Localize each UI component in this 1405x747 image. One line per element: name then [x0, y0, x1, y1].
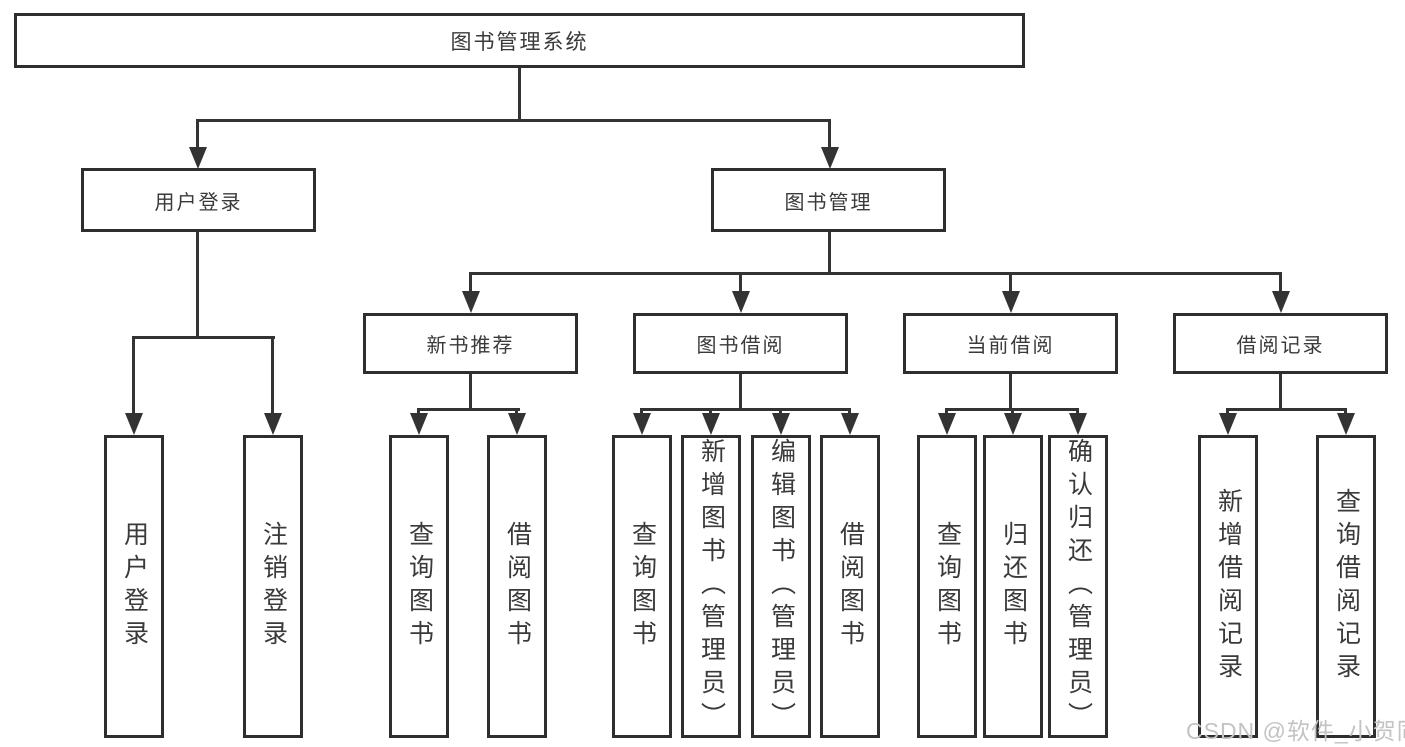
node-new-book-recommend-label: 新书推荐	[426, 335, 515, 357]
node-root-label: 图书管理系统	[450, 30, 589, 54]
connector-vline	[518, 67, 521, 119]
connector-vline	[1279, 373, 1282, 408]
connector-hline	[640, 408, 851, 411]
node-current-borrowing-label: 当前借阅	[966, 335, 1055, 357]
arrowhead	[1337, 413, 1355, 435]
connector-vline	[739, 373, 742, 408]
arrowhead	[820, 147, 839, 169]
arrowhead	[1004, 413, 1022, 435]
connector-vline	[828, 232, 831, 272]
arrowhead	[264, 413, 282, 435]
arrowhead	[633, 413, 651, 435]
leaf-borrowing-edit-books-admin: 编辑图书（管理员）	[751, 435, 811, 738]
connector-vline	[196, 232, 199, 336]
connector-vline	[469, 272, 472, 297]
arrowhead	[188, 147, 207, 169]
connector-hline	[196, 119, 831, 122]
leaf-records-query-record: 查询借阅记录	[1316, 435, 1376, 738]
node-borrow-records-label: 借阅记录	[1236, 335, 1325, 357]
leaf-current-confirm-return-admin: 确认归还（管理员）	[1048, 435, 1108, 738]
leaf-records-add-record-label: 新增借阅记录	[1214, 487, 1243, 686]
node-book-management-label: 图书管理	[784, 191, 873, 214]
arrowhead	[731, 291, 750, 313]
connector-vline	[271, 336, 274, 421]
connector-hline	[469, 272, 1282, 275]
leaf-recommend-borrow-books-label: 借阅图书	[503, 520, 532, 653]
leaf-borrowing-borrow-books-label: 借阅图书	[836, 520, 865, 653]
connector-vline	[1279, 272, 1282, 297]
connector-vline	[739, 272, 742, 297]
leaf-borrowing-borrow-books: 借阅图书	[820, 435, 880, 738]
connector-hline	[1226, 408, 1347, 411]
leaf-user-login: 用户登录	[104, 435, 164, 738]
connector-vline	[469, 373, 472, 408]
arrowhead	[508, 413, 526, 435]
leaf-current-confirm-return-admin-label: 确认归还（管理员）	[1064, 438, 1093, 735]
connector-hline	[417, 408, 520, 411]
leaf-current-query-books-label: 查询图书	[933, 520, 962, 653]
connector-vline	[132, 336, 135, 421]
leaf-recommend-borrow-books: 借阅图书	[487, 435, 547, 738]
leaf-records-query-record-label: 查询借阅记录	[1332, 487, 1361, 686]
arrowhead	[938, 413, 956, 435]
arrowhead	[1271, 291, 1290, 313]
node-book-borrowing: 图书借阅	[633, 313, 848, 374]
node-borrow-records: 借阅记录	[1173, 313, 1388, 374]
arrowhead	[702, 413, 720, 435]
node-book-borrowing-label: 图书借阅	[696, 335, 785, 357]
leaf-borrowing-query-books-label: 查询图书	[628, 520, 657, 653]
arrowhead	[1219, 413, 1237, 435]
connector-vline	[196, 119, 199, 153]
leaf-user-login-label: 用户登录	[120, 520, 149, 653]
csdn-watermark: CSDN @软件_小贺同学	[1186, 718, 1405, 744]
arrowhead	[841, 413, 859, 435]
node-current-borrowing: 当前借阅	[903, 313, 1118, 374]
leaf-recommend-query-books-label: 查询图书	[405, 520, 434, 653]
leaf-borrowing-add-books-admin-label: 新增图书（管理员）	[697, 438, 726, 735]
leaf-current-return-books-label: 归还图书	[999, 520, 1028, 653]
leaf-borrowing-query-books: 查询图书	[612, 435, 672, 738]
connector-vline	[1009, 272, 1012, 297]
leaf-recommend-query-books: 查询图书	[389, 435, 449, 738]
node-new-book-recommend: 新书推荐	[363, 313, 578, 374]
leaf-current-query-books: 查询图书	[917, 435, 977, 738]
connector-hline	[945, 408, 1079, 411]
node-user-login: 用户登录	[81, 168, 316, 232]
leaf-borrowing-add-books-admin: 新增图书（管理员）	[681, 435, 741, 738]
leaf-logout-label: 注销登录	[259, 520, 288, 653]
arrowhead	[410, 413, 428, 435]
arrowhead	[772, 413, 790, 435]
leaf-records-add-record: 新增借阅记录	[1198, 435, 1258, 738]
leaf-borrowing-edit-books-admin-label: 编辑图书（管理员）	[767, 438, 796, 735]
arrowhead	[461, 291, 480, 313]
connector-hline	[132, 336, 275, 339]
connector-vline	[1009, 373, 1012, 408]
connector-vline	[828, 119, 831, 153]
leaf-logout: 注销登录	[243, 435, 303, 738]
node-user-login-label: 用户登录	[154, 191, 243, 214]
arrowhead	[1001, 291, 1020, 313]
leaf-current-return-books: 归还图书	[983, 435, 1043, 738]
arrowhead	[125, 413, 143, 435]
node-root: 图书管理系统	[14, 13, 1025, 68]
node-book-management: 图书管理	[711, 168, 946, 232]
arrowhead	[1069, 413, 1087, 435]
